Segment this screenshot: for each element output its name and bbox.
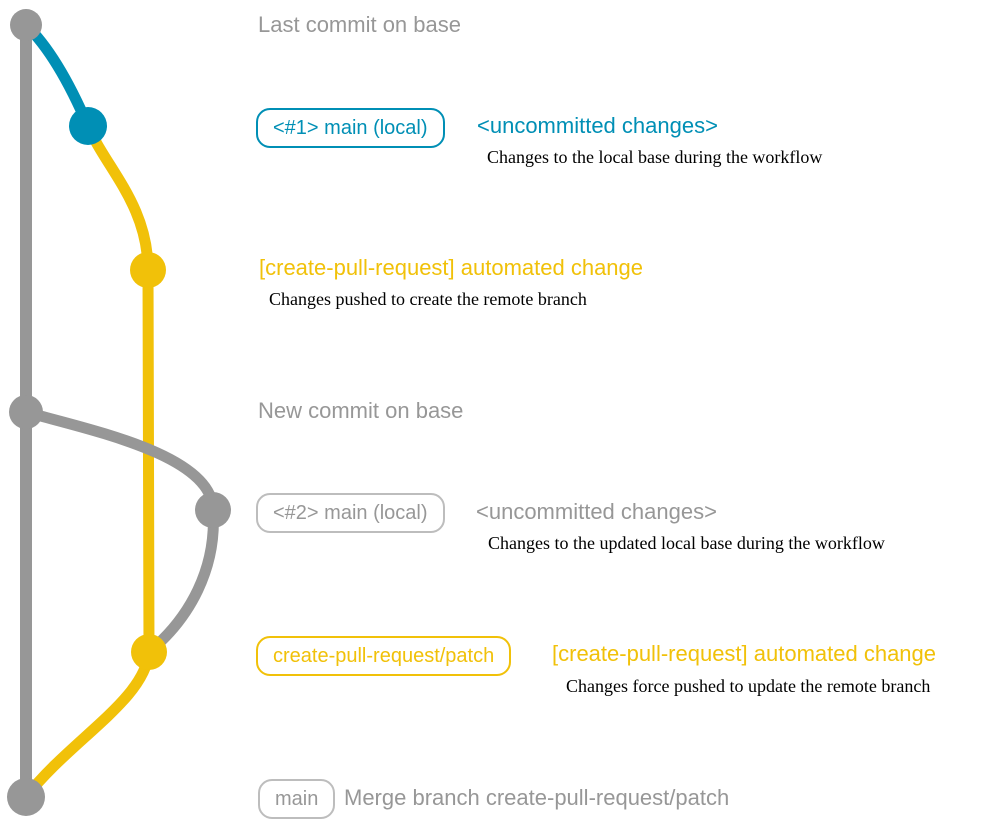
heading-last-commit-on-base: Last commit on base xyxy=(258,12,461,37)
branch-curve-merge xyxy=(20,646,155,803)
commit-node-last-base xyxy=(10,9,42,41)
commit-node-uncommitted-1 xyxy=(69,107,107,145)
description-patch-create: Changes pushed to create the remote bran… xyxy=(269,289,587,309)
patch-branch-line xyxy=(142,264,155,658)
branch-label-main: main xyxy=(258,779,336,819)
commit-node-merge xyxy=(7,778,45,816)
commit-node-patch-2 xyxy=(131,634,167,670)
description-uncommitted-2: Changes to the updated local base during… xyxy=(488,533,885,553)
commit-message-patch-create: [create-pull-request] automated change xyxy=(259,255,644,280)
branch-curve-uncommitted-2 xyxy=(20,406,219,516)
status-uncommitted-changes-1: <uncommitted changes> xyxy=(477,113,718,138)
description-patch-update: Changes force pushed to update the remot… xyxy=(566,676,931,696)
branch-label-main-local-1: <#1> main (local) xyxy=(256,108,445,148)
branch-curve-to-patch xyxy=(82,120,154,276)
branch-label-create-pull-request-patch: create-pull-request/patch xyxy=(256,636,512,676)
description-uncommitted-1: Changes to the local base during the wor… xyxy=(487,147,823,167)
commit-node-new-base xyxy=(9,395,43,429)
heading-new-commit-on-base: New commit on base xyxy=(258,398,464,423)
commit-node-uncommitted-2 xyxy=(195,492,231,528)
commit-message-merge: Merge branch create-pull-request/patch xyxy=(344,785,730,810)
commit-node-patch-1 xyxy=(130,252,166,288)
branch-curve-rebase xyxy=(143,504,219,658)
commit-message-patch-update: [create-pull-request] automated change xyxy=(552,641,937,666)
branch-label-main-local-2: <#2> main (local) xyxy=(256,493,445,533)
status-uncommitted-changes-2: <uncommitted changes> xyxy=(476,499,717,524)
